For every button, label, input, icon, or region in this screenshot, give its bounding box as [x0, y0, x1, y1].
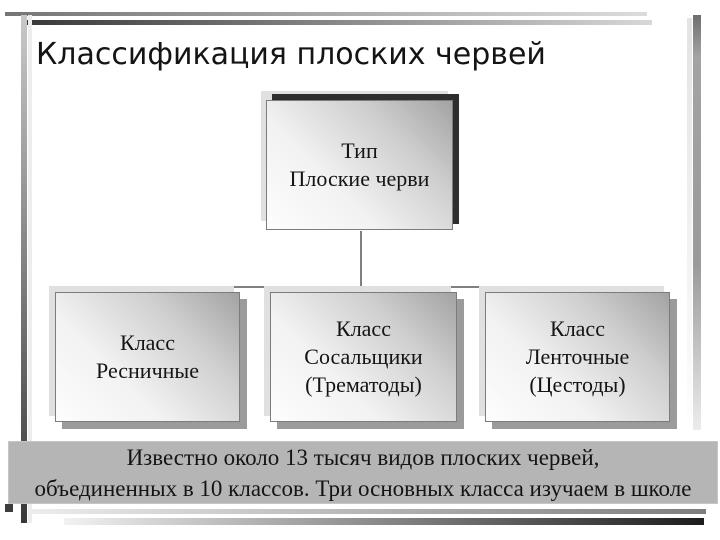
connector-stub-middle — [360, 286, 362, 294]
diagram-node-class-turbellaria: Класс Ресничные — [55, 292, 240, 422]
diagram-node-class-trematoda: Класс Сосальщики (Трематоды) — [270, 292, 457, 422]
slide-title: Классификация плоских червей — [36, 37, 546, 72]
node-label-line: (Цестоды) — [529, 372, 626, 397]
diagram-node-class-cestoda: Класс Ленточные (Цестоды) — [485, 292, 670, 422]
bottom-accent-bar-secondary — [64, 518, 704, 525]
right-accent-rail-dark — [693, 15, 701, 430]
top-accent-bar-secondary — [22, 20, 652, 25]
node-label-line: Тип — [341, 138, 378, 163]
left-accent-rail-light — [28, 15, 32, 523]
bottom-left-corner-square — [5, 504, 13, 512]
top-accent-bar-primary — [5, 12, 647, 16]
bottom-accent-bar-primary — [30, 509, 706, 514]
connector-stub-right — [576, 286, 578, 294]
right-accent-rail-light — [687, 18, 692, 420]
node-label-line: Ленточные — [525, 344, 630, 369]
left-accent-rail-dark — [21, 15, 27, 523]
footnote-line: Известно около 13 тысяч видов плоских че… — [126, 444, 600, 470]
node-label-line: (Трематоды) — [305, 372, 422, 397]
node-label-line: Сосальщики — [304, 344, 423, 369]
node-label-line: Класс — [336, 316, 391, 341]
connector-stub-left — [146, 286, 148, 294]
node-label-line: Плоские черви — [289, 166, 430, 191]
slide-footnote: Известно около 13 тысяч видов плоских че… — [8, 441, 718, 504]
footnote-line: объединенных в 10 классов. Три основных … — [34, 475, 692, 501]
connector-root-vertical — [360, 231, 362, 288]
connector-horizontal — [146, 286, 578, 288]
node-label-line: Класс — [120, 330, 175, 355]
node-label-line: Класс — [550, 316, 605, 341]
node-label-line: Ресничные — [96, 358, 199, 383]
diagram-node-type-flatworms: Тип Плоские черви — [266, 100, 453, 230]
